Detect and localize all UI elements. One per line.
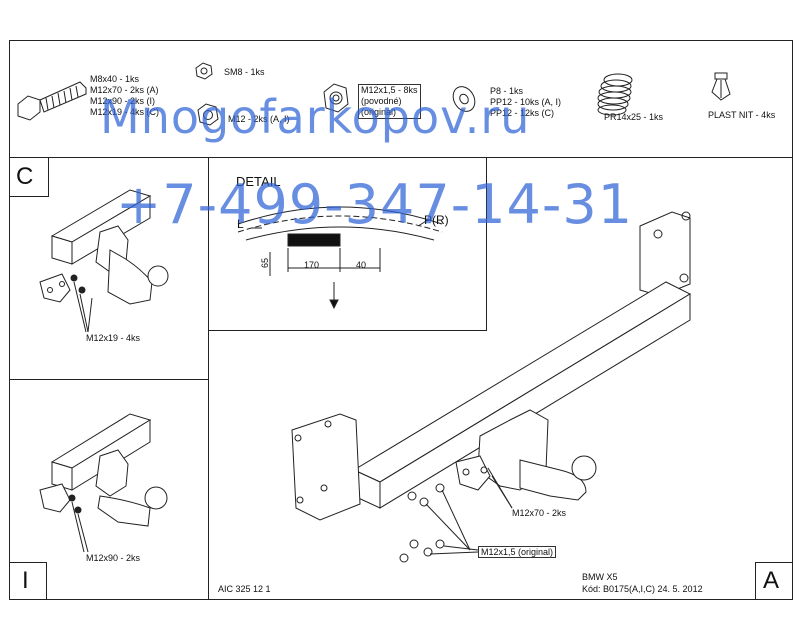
- view-i-letter: I: [22, 567, 29, 594]
- letter-box-i: [9, 562, 47, 600]
- m12x15-label-1: M12x1,5 - 8ks: [361, 85, 418, 95]
- detail-dim-40: 40: [356, 260, 367, 270]
- pp12-ai-label: PP12 - 10ks (A, I): [490, 97, 562, 107]
- detail-frame: [208, 157, 487, 331]
- detail-dim-65: 65: [260, 257, 271, 269]
- detail-title: DETAIL: [236, 174, 281, 189]
- watermark-phone: +7-499-347-14-31: [116, 173, 634, 236]
- view-i-callout: M12x90 - 2ks: [86, 553, 141, 563]
- view-a-nut-callout: M12x1,5 (original): [478, 546, 557, 558]
- watermark-site: Mnogofarkopov.ru: [100, 90, 531, 144]
- m12x15-label-box: M12x1,5 - 8ks (povodné) (original): [358, 84, 421, 119]
- car-model: BMW X5: [582, 572, 618, 582]
- bolt-label-m12x19: M12x19 - 4ks (C): [90, 107, 160, 117]
- view-i-frame: [9, 379, 209, 600]
- plastic-rivet-icon: [711, 72, 731, 101]
- detail-dim-170: 170: [304, 260, 320, 270]
- view-i-hitch: [39, 413, 168, 553]
- bolt-label-m8x40: M8x40 - 1ks: [90, 74, 140, 84]
- detail-drawing: [237, 206, 443, 310]
- plast-nit-label: PLAST NIT - 4ks: [708, 110, 776, 120]
- m12x15-nut-icon: [323, 83, 349, 113]
- p8-label: P8 - 1ks: [490, 86, 524, 96]
- view-a-bolt-callout: M12x70 - 2ks: [512, 508, 567, 518]
- spring-icon: [597, 73, 633, 116]
- m12-nut-icon: [197, 103, 219, 126]
- pp12-c-label: PP12 - 12ks (C): [490, 108, 555, 118]
- letter-box-a: [755, 562, 793, 600]
- view-c-hitch: [39, 189, 169, 333]
- view-a-letter: A: [763, 567, 780, 594]
- spring-label: PR14x25 - 1ks: [604, 112, 664, 122]
- detail-l-label: L: [237, 217, 244, 231]
- detail-pr-label: P(R): [424, 213, 449, 227]
- washer-icon: [452, 86, 476, 112]
- drawing-number: AIC 325 12 1: [218, 584, 271, 594]
- product-code: Kód: B0175(A,I,C) 24. 5. 2012: [582, 584, 703, 594]
- bolt-icon: [17, 81, 87, 121]
- sm8-nut-icon: [195, 62, 213, 80]
- bolt-label-m12x70: M12x70 - 2ks (A): [90, 85, 159, 95]
- view-a-hitch: [291, 211, 692, 563]
- view-c-letter: C: [16, 163, 34, 190]
- letter-box-c: [9, 157, 49, 197]
- m12x15-label-3: (original): [361, 107, 397, 117]
- view-c-callout: M12x19 - 4ks: [86, 333, 141, 343]
- sm8-label: SM8 - 1ks: [224, 67, 265, 77]
- bolt-label-m12x90: M12x90 - 2ks (I): [90, 96, 156, 106]
- m12x15-label-2: (povodné): [361, 96, 402, 106]
- m12-label: M12 - 2ks (A, I): [228, 114, 290, 124]
